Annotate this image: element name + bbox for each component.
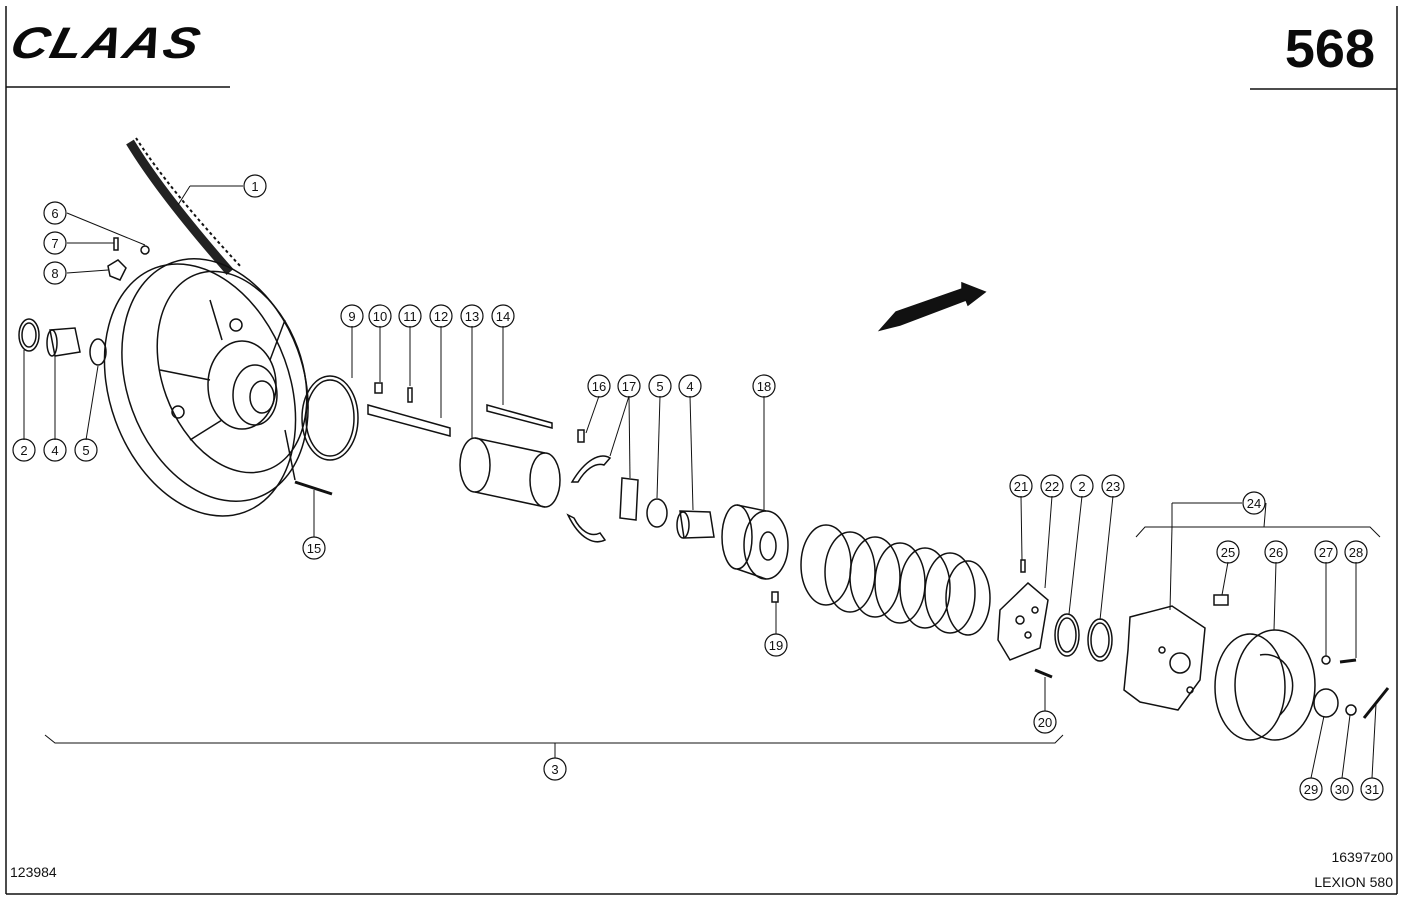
svg-text:11: 11 (403, 309, 417, 324)
machine-model: LEXION 580 (1314, 874, 1393, 890)
callout-7: 7 (43, 231, 67, 255)
svg-text:9: 9 (348, 309, 355, 324)
callout-5-mid: 5 (648, 374, 672, 398)
clutch-housing-part (1123, 594, 1229, 711)
callout-16: 16 (587, 374, 611, 398)
svg-text:19: 19 (769, 638, 783, 653)
svg-text:5: 5 (82, 443, 89, 458)
svg-text:15: 15 (307, 541, 321, 556)
svg-text:26: 26 (1269, 545, 1283, 560)
direction-arrow-icon (877, 281, 987, 332)
svg-text:21: 21 (1014, 479, 1028, 494)
callout-12: 12 (429, 304, 453, 328)
callout-6: 6 (43, 201, 67, 225)
callout-31: 31 (1360, 777, 1384, 801)
callout-11: 11 (398, 304, 422, 328)
callout-20: 20 (1033, 710, 1057, 734)
svg-text:5: 5 (656, 379, 663, 394)
svg-text:6: 6 (51, 206, 58, 221)
callout-5-left: 5 (74, 438, 98, 462)
leader-lines (23, 185, 1381, 779)
pulley-part (103, 257, 309, 517)
svg-text:13: 13 (465, 309, 479, 324)
callout-24: 24 (1242, 491, 1266, 515)
svg-text:8: 8 (51, 266, 58, 281)
page-number: 568 (1284, 19, 1375, 79)
svg-text:4: 4 (51, 443, 58, 458)
callout-4-mid: 4 (678, 374, 702, 398)
svg-text:1: 1 (251, 179, 258, 194)
svg-text:22: 22 (1045, 479, 1059, 494)
callout-26: 26 (1264, 540, 1288, 564)
callout-18: 18 (752, 374, 776, 398)
svg-text:30: 30 (1335, 782, 1349, 797)
hub-sleeve-part (459, 437, 561, 508)
svg-text:4: 4 (686, 379, 693, 394)
svg-text:2: 2 (1078, 479, 1085, 494)
callout-15: 15 (302, 536, 326, 560)
svg-text:23: 23 (1106, 479, 1120, 494)
svg-text:25: 25 (1221, 545, 1235, 560)
keys-pins-parts (367, 382, 553, 437)
svg-text:12: 12 (434, 309, 448, 324)
small-parts-left (18, 237, 333, 496)
drawing-id: 123984 (10, 864, 57, 880)
callouts: 1 6 7 8 2 4 5 15 9 10 11 12 13 14 16 17 … (12, 174, 1384, 801)
callout-3: 3 (543, 757, 567, 781)
ring-bushing-middle (646, 498, 715, 539)
callout-9: 9 (340, 304, 364, 328)
compression-spring-part (800, 524, 991, 636)
frame (5, 6, 1398, 895)
svg-text:31: 31 (1365, 782, 1379, 797)
callout-21: 21 (1009, 474, 1033, 498)
svg-text:3: 3 (551, 762, 558, 777)
callout-27: 27 (1314, 540, 1338, 564)
callout-23: 23 (1101, 474, 1125, 498)
callout-10: 10 (368, 304, 392, 328)
callout-30: 30 (1330, 777, 1354, 801)
clutch-cover-part (1214, 629, 1390, 741)
callout-25: 25 (1216, 540, 1240, 564)
callout-4-left: 4 (43, 438, 67, 462)
drive-hub-part (721, 504, 789, 603)
svg-text:17: 17 (622, 379, 636, 394)
svg-text:10: 10 (373, 309, 387, 324)
circlip-part (301, 375, 359, 461)
callout-28: 28 (1344, 540, 1368, 564)
callout-2-right: 2 (1070, 474, 1094, 498)
belt-part (126, 137, 243, 275)
callout-8: 8 (43, 261, 67, 285)
callout-1: 1 (243, 174, 267, 198)
callout-29: 29 (1299, 777, 1323, 801)
clutch-segments (566, 429, 639, 543)
callout-22: 22 (1040, 474, 1064, 498)
callout-19: 19 (764, 633, 788, 657)
callout-13: 13 (460, 304, 484, 328)
callout-14: 14 (491, 304, 515, 328)
svg-text:20: 20 (1038, 715, 1052, 730)
svg-text:2: 2 (20, 443, 27, 458)
spring-plate-part (997, 559, 1113, 679)
svg-text:16: 16 (592, 379, 606, 394)
callout-17: 17 (617, 374, 641, 398)
svg-text:28: 28 (1349, 545, 1363, 560)
svg-text:29: 29 (1304, 782, 1318, 797)
svg-text:18: 18 (757, 379, 771, 394)
svg-text:7: 7 (51, 236, 58, 251)
svg-text:24: 24 (1247, 496, 1261, 511)
svg-text:14: 14 (496, 309, 510, 324)
callout-2-left: 2 (12, 438, 36, 462)
reference-code: 16397z00 (1331, 849, 1393, 865)
svg-text:27: 27 (1319, 545, 1333, 560)
